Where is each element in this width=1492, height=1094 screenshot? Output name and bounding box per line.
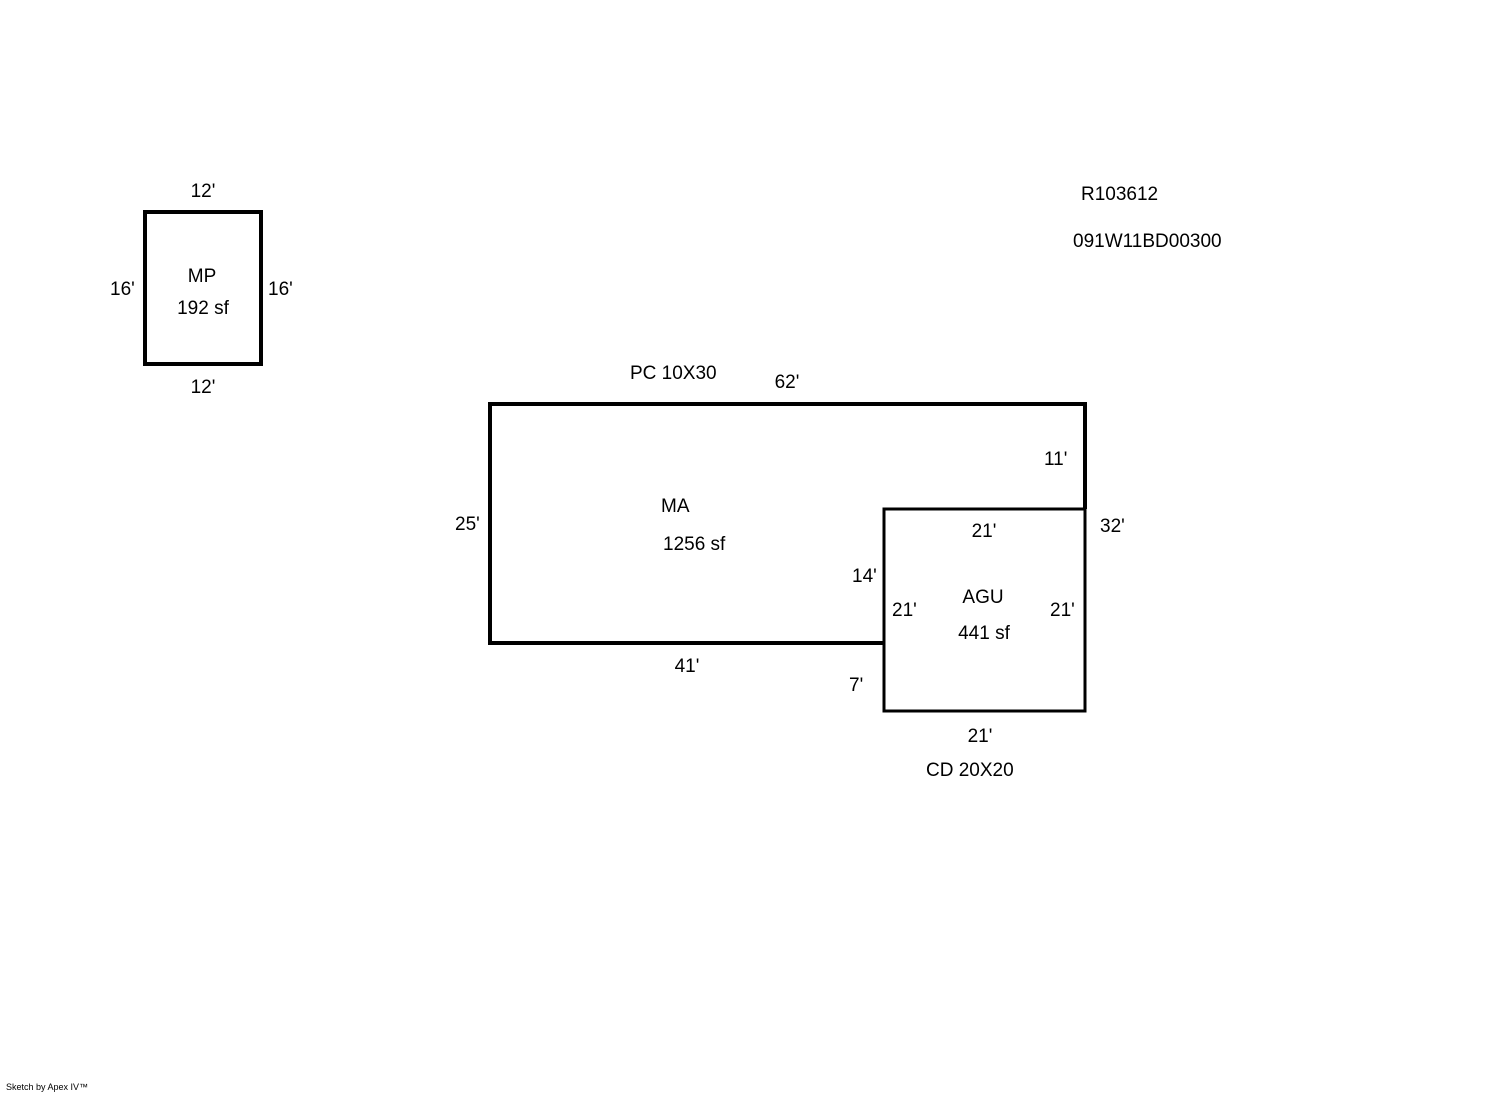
- mp-code: MP: [187, 266, 217, 287]
- ma-top-dimension: 62': [774, 372, 800, 393]
- agu-code: AGU: [962, 587, 1004, 608]
- map-number: 091W11BD00300: [1073, 231, 1222, 252]
- ma-left-dimension: 25': [455, 514, 480, 535]
- ma-outline: [488, 402, 1087, 645]
- mp-outline: [143, 210, 263, 366]
- ma-area: 1256 sf: [663, 534, 726, 555]
- mp-area: 192 sf: [177, 298, 229, 319]
- ma-inner-lower-dimension: 7': [849, 675, 864, 696]
- ma-top-note: PC 10X30: [630, 363, 717, 384]
- agu-area: 441 sf: [958, 623, 1010, 644]
- account-number: R103612: [1081, 184, 1159, 205]
- ma-bottom-dimension: 41': [674, 656, 700, 677]
- agu-bottom-note: CD 20X20: [926, 760, 1014, 781]
- agu-outline: [882, 507, 1087, 713]
- mp-bottom-dimension: 12': [190, 377, 216, 398]
- ma-code: MA: [661, 496, 690, 517]
- mp-top-dimension: 12': [190, 181, 216, 202]
- ma-right-total-dimension: 32': [1100, 516, 1125, 537]
- ma-right-upper-dimension: 11': [1044, 449, 1068, 470]
- agu-right-dimension: 21': [1050, 600, 1075, 621]
- agu-left-dimension: 21': [892, 600, 917, 621]
- ma-inner-vertical-dimension: 14': [852, 566, 877, 587]
- mp-left-dimension: 16': [110, 279, 135, 300]
- agu-top-dimension: 21': [971, 521, 997, 542]
- agu-bottom-dimension: 21': [967, 726, 993, 747]
- mp-right-dimension: 16': [268, 279, 293, 300]
- sketch-credit: Sketch by Apex IV™: [6, 1082, 89, 1092]
